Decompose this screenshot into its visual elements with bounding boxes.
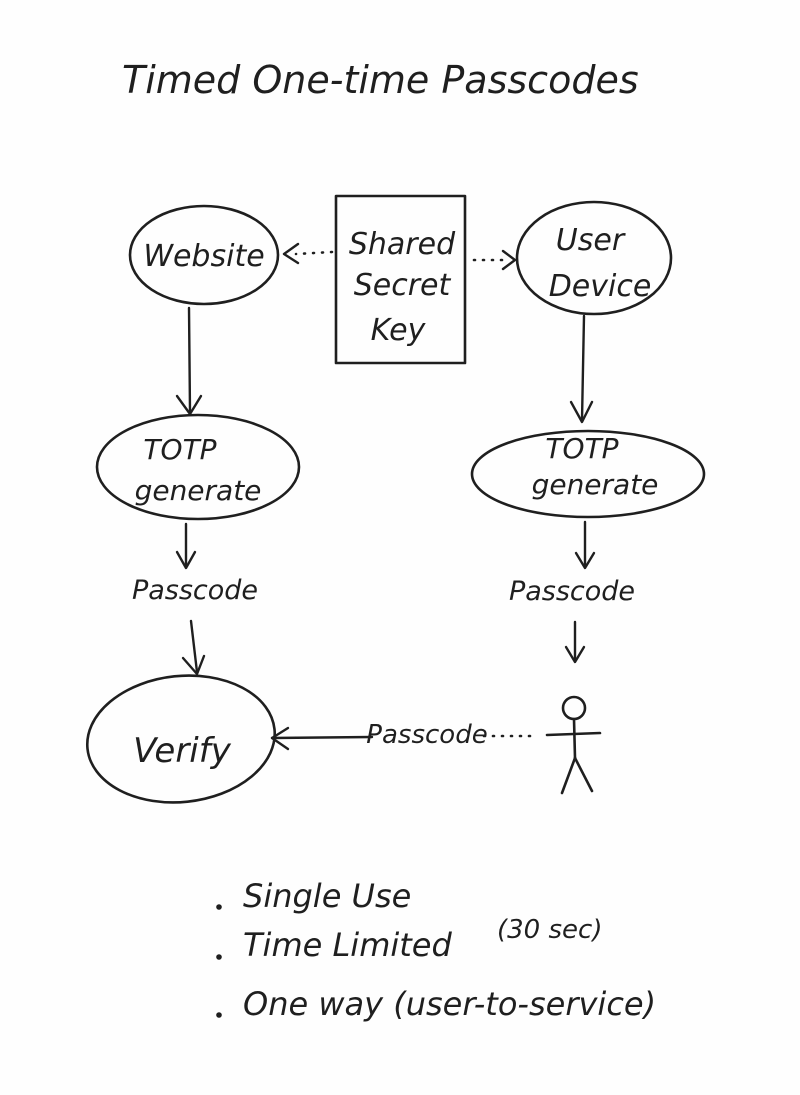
totp-right-ellipse bbox=[470, 429, 706, 519]
website-node: Website bbox=[128, 204, 280, 306]
user-to-verify-arrow bbox=[270, 726, 532, 751]
passcode-right-label: Passcode bbox=[509, 576, 635, 607]
totp-left-line-1: TOTP bbox=[143, 433, 216, 466]
shared-secret-key-node: Shared Secret Key bbox=[334, 194, 467, 365]
totp-right-line-2: generate bbox=[532, 468, 659, 501]
note-one-way: One way (user-to-service) bbox=[243, 985, 656, 1023]
user-head bbox=[561, 695, 587, 721]
verify-node: Verify bbox=[85, 674, 277, 804]
user-device-line-1: User bbox=[556, 223, 626, 258]
verify-label: Verify bbox=[133, 731, 232, 771]
user-device-node: User Device bbox=[515, 200, 673, 316]
note-single-use: Single Use bbox=[243, 877, 411, 915]
totp-left-line-2: generate bbox=[135, 474, 262, 507]
properties-list: Single Use Time Limited (30 sec) One way… bbox=[216, 877, 656, 1023]
passcode-to-verify-arrow bbox=[181, 619, 206, 676]
passcode-left-label: Passcode bbox=[132, 575, 258, 606]
shared-key-line-1: Shared bbox=[349, 227, 456, 262]
totp-left-to-passcode-arrow bbox=[175, 522, 197, 570]
key-to-device-arrow bbox=[472, 249, 517, 271]
user-device-line-2: Device bbox=[549, 269, 652, 304]
passcode-user-label: Passcode bbox=[366, 720, 487, 750]
shared-key-line-3: Key bbox=[371, 313, 427, 348]
diagram-title: Timed One-time Passcodes bbox=[122, 58, 639, 102]
user-figure bbox=[545, 695, 602, 795]
note-time-limited: Time Limited bbox=[243, 926, 452, 964]
totp-generate-left-node: TOTP generate bbox=[95, 413, 301, 521]
totp-right-line-1: TOTP bbox=[545, 432, 618, 465]
note-time-limit-value: (30 sec) bbox=[497, 915, 602, 945]
totp-generate-right-node: TOTP generate bbox=[470, 429, 706, 519]
website-to-totp-arrow bbox=[175, 306, 203, 416]
passcode-to-user-arrow bbox=[564, 620, 586, 664]
shared-key-line-2: Secret bbox=[354, 268, 452, 303]
key-to-website-arrow bbox=[282, 242, 334, 265]
website-label: Website bbox=[143, 239, 264, 274]
totp-right-to-passcode-arrow bbox=[574, 520, 596, 570]
totp-left-ellipse bbox=[95, 413, 301, 521]
website-ellipse bbox=[128, 204, 280, 306]
shared-secret-key-box bbox=[334, 194, 467, 365]
user-device-ellipse bbox=[515, 200, 673, 316]
device-to-totp-arrow bbox=[569, 314, 594, 424]
verify-ellipse bbox=[85, 674, 277, 804]
